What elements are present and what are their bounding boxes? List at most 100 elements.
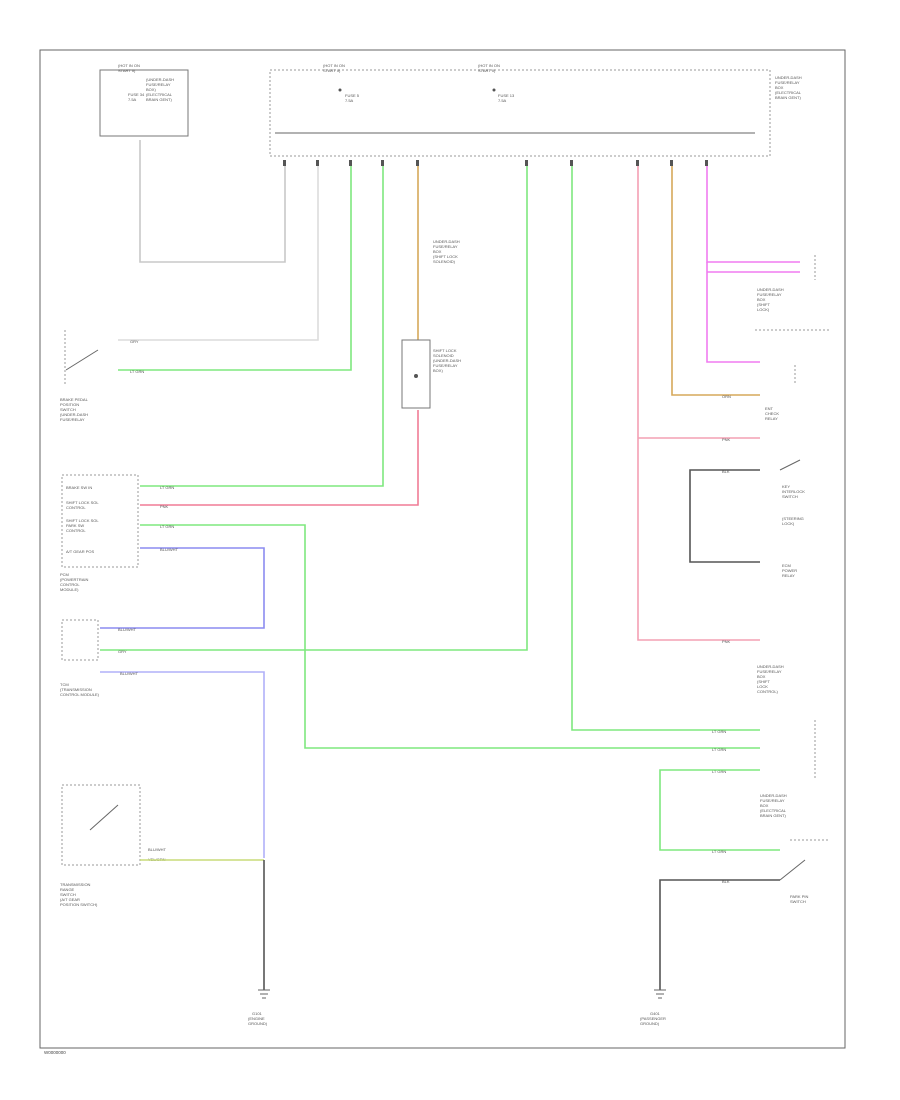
- svg-text:ECM: ECM: [782, 563, 791, 568]
- lbl-ltgrn-pcm2: LT GRN: [160, 524, 174, 529]
- svg-text:SWITCH: SWITCH: [782, 494, 798, 499]
- wire-green-tcm: [100, 166, 528, 651]
- svg-text:BLK: BLK: [722, 469, 730, 474]
- wire-green-brake-sw: [118, 166, 352, 371]
- right-relay-under-dash: UNDER-DASH FUSE/RELAY BOX (SHIFT LOCK): [755, 255, 830, 331]
- ground-symbol-right: [654, 989, 666, 999]
- svg-text:PCM: PCM: [60, 572, 69, 577]
- svg-text:UNDER-DASH: UNDER-DASH: [760, 793, 787, 798]
- svg-text:(A/T GEAR: (A/T GEAR: [60, 897, 80, 902]
- svg-text:PARK SW: PARK SW: [66, 523, 84, 528]
- wire-lightblue-tcm: [100, 671, 265, 858]
- svg-text:LT GRN: LT GRN: [712, 747, 726, 752]
- svg-text:BOX): BOX): [146, 87, 156, 92]
- svg-text:ENT: ENT: [765, 406, 774, 411]
- wire-magenta-right: [706, 166, 800, 263]
- svg-text:BRAIN GENT): BRAIN GENT): [760, 813, 786, 818]
- svg-text:RANGE: RANGE: [60, 887, 75, 892]
- svg-text:MODULE): MODULE): [60, 587, 79, 592]
- svg-text:SHIFT LOCK SOL: SHIFT LOCK SOL: [66, 500, 99, 505]
- svg-text:TCM: TCM: [60, 682, 69, 687]
- lbl-orn-right: ORN: [722, 394, 731, 399]
- svg-text:G401: G401: [650, 1011, 661, 1016]
- wire-gray-brake: [118, 166, 319, 341]
- svg-text:BOX: BOX: [760, 803, 769, 808]
- svg-text:UNDER-DASH: UNDER-DASH: [757, 664, 784, 669]
- svg-text:LOCK): LOCK): [782, 521, 795, 526]
- svg-text:(UNDER-DASH: (UNDER-DASH: [60, 412, 88, 417]
- svg-text:RELAY: RELAY: [765, 416, 778, 421]
- footer-code: W0000000: [44, 1050, 66, 1055]
- lbl-blu-pcm: BLU/WHT: [160, 547, 179, 552]
- svg-text:(HOT IN ON: (HOT IN ON: [323, 63, 345, 68]
- lbl-ltgrn-pcm: LT GRN: [160, 485, 174, 490]
- pcm-module: BRAKE SW IN SHIFT LOCK SOL CONTROL SHIFT…: [60, 474, 139, 592]
- svg-text:(UNDER-DASH: (UNDER-DASH: [433, 358, 461, 363]
- fuse-box-top-left: (HOT IN ON START II) FUSE 34 7.5A (UNDER…: [99, 63, 189, 137]
- svg-text:FUSE/RELAY: FUSE/RELAY: [433, 363, 458, 368]
- svg-text:(PASSENGER: (PASSENGER: [640, 1016, 666, 1021]
- top-connector-pins: [283, 160, 708, 166]
- under-dash-fuse-box: (HOT IN ON START II) (HOT IN ON START II…: [269, 63, 802, 157]
- wire-green-pcm-out: [140, 524, 760, 749]
- svg-text:GROUND): GROUND): [640, 1021, 660, 1026]
- svg-text:KEY: KEY: [782, 484, 790, 489]
- svg-text:SHIFT LOCK: SHIFT LOCK: [433, 348, 457, 353]
- wire-green-r4: [659, 769, 780, 851]
- tcm-module: BLU/WHT GRY TCM (TRANSMISSION CONTROL MO…: [60, 619, 137, 697]
- svg-text:LT GRN: LT GRN: [712, 729, 726, 734]
- under-dash-r4: LT GRN LT GRN LT GRN UNDER-DASH FUSE/REL…: [712, 720, 816, 818]
- svg-text:FUSE/RELAY: FUSE/RELAY: [433, 244, 458, 249]
- svg-text:UNDER-DASH: UNDER-DASH: [757, 287, 784, 292]
- svg-text:GRY: GRY: [130, 339, 139, 344]
- svg-text:BOX: BOX: [757, 674, 766, 679]
- ground-symbol-left: [258, 989, 270, 999]
- svg-text:(ELECTRICAL: (ELECTRICAL: [775, 90, 802, 95]
- svg-text:FUSE/RELAY: FUSE/RELAY: [146, 82, 171, 87]
- svg-text:PARK PIN: PARK PIN: [790, 894, 808, 899]
- lbl-blu-tcm: BLU/WHT: [120, 671, 139, 676]
- svg-text:CONTROL: CONTROL: [60, 582, 80, 587]
- svg-text:START II): START II): [323, 68, 341, 73]
- svg-text:START II): START II): [118, 68, 136, 73]
- svg-text:FUSE 13: FUSE 13: [498, 93, 515, 98]
- svg-text:A/T GEAR POS: A/T GEAR POS: [66, 549, 94, 554]
- svg-text:BOX: BOX: [775, 85, 784, 90]
- lbl-pnk-pcm: PNK: [160, 504, 169, 509]
- svg-text:G101: G101: [252, 1011, 263, 1016]
- svg-text:CONTROL MODULE): CONTROL MODULE): [60, 692, 100, 697]
- svg-text:SOLENOID: SOLENOID: [433, 353, 454, 358]
- svg-text:CONTROL: CONTROL: [66, 528, 86, 533]
- svg-text:BLU/WHT: BLU/WHT: [118, 627, 137, 632]
- svg-text:UNDER-DASH: UNDER-DASH: [433, 239, 460, 244]
- svg-text:BRAKE PEDAL: BRAKE PEDAL: [60, 397, 89, 402]
- park-pin-switch: PARK PIN SWITCH: [779, 839, 830, 904]
- svg-text:SWITCH: SWITCH: [60, 407, 76, 412]
- svg-text:7.5A: 7.5A: [345, 98, 354, 103]
- svg-text:BRAIN GENT): BRAIN GENT): [775, 95, 801, 100]
- svg-text:(HOT IN ON: (HOT IN ON: [118, 63, 140, 68]
- svg-text:(POWERTRAIN: (POWERTRAIN: [60, 577, 88, 582]
- svg-text:LOCK): LOCK): [757, 307, 770, 312]
- svg-text:(TRANSMISSION: (TRANSMISSION: [60, 687, 92, 692]
- svg-text:RELAY: RELAY: [782, 573, 795, 578]
- svg-text:POSITION: POSITION: [60, 402, 79, 407]
- svg-text:FUSE 5: FUSE 5: [345, 93, 360, 98]
- svg-text:FUSE/RELAY: FUSE/RELAY: [775, 80, 800, 85]
- svg-text:PNK: PNK: [722, 639, 731, 644]
- svg-text:BRAIN GENT): BRAIN GENT): [146, 97, 172, 102]
- svg-text:7.5A: 7.5A: [498, 98, 507, 103]
- lbl-pnk-right: PNK: [722, 437, 731, 442]
- svg-text:BOX: BOX: [433, 249, 442, 254]
- wire-blue-pcm: [100, 547, 265, 629]
- svg-text:BLU/WHT: BLU/WHT: [148, 847, 167, 852]
- svg-text:FUSE/RELAY: FUSE/RELAY: [757, 669, 782, 674]
- brake-pedal-switch: GRY LT GRN BRAKE PEDAL POSITION SWITCH (…: [60, 330, 144, 422]
- wire-pink-shiftlock: [140, 410, 419, 506]
- diagram-frame: [39, 49, 846, 1049]
- svg-text:CONTROL): CONTROL): [757, 689, 779, 694]
- svg-text:(STEERING: (STEERING: [782, 516, 804, 521]
- svg-text:GROUND): GROUND): [248, 1021, 268, 1026]
- ground-right-label: G401 (PASSENGER GROUND): [640, 1011, 666, 1026]
